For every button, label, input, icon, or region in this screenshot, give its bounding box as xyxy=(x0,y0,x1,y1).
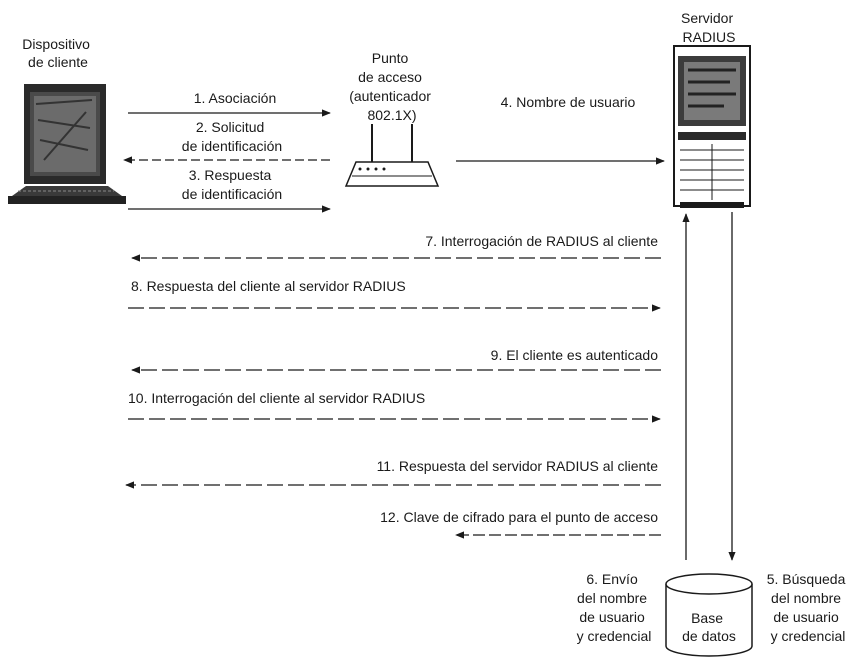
server-label-line1: Servidor xyxy=(681,10,733,26)
access-point-label-line4: 802.1X) xyxy=(367,107,416,123)
step-4-label: 4. Nombre de usuario xyxy=(501,94,636,110)
step-6-label-line2: del nombre xyxy=(577,590,647,606)
client-label: Dispositivo de cliente xyxy=(22,36,94,70)
step-3-label: 3. Respuesta de identificación xyxy=(182,167,282,202)
database-icon xyxy=(665,573,753,657)
step-5-label-line1: 5. Búsqueda xyxy=(767,571,846,587)
step-5-label-line3: de usuario xyxy=(773,609,839,625)
server-label-line2: RADIUS xyxy=(683,29,736,45)
step-10-label: 10. Interrogación del cliente al servido… xyxy=(128,390,425,406)
step-6-label-line3: de usuario xyxy=(579,609,645,625)
access-point-label-line2: de acceso xyxy=(358,69,422,85)
laptop-icon xyxy=(8,84,126,204)
access-point-label-line3: (autenticador xyxy=(349,88,431,104)
step-3-label-line1: 3. Respuesta xyxy=(189,167,272,183)
step-1-label: 1. Asociación xyxy=(194,90,277,106)
database-label-line2: de datos xyxy=(682,628,736,644)
client-label-line1: Dispositivo xyxy=(22,36,90,52)
step-9-label: 9. El cliente es autenticado xyxy=(491,347,659,363)
access-point-icon xyxy=(344,124,440,187)
step-6-label-line1: 6. Envío xyxy=(586,571,638,587)
step-11-label: 11. Respuesta del servidor RADIUS al cli… xyxy=(377,458,659,474)
step-2-label-line1: 2. Solicitud xyxy=(196,119,264,135)
step-5-label-line2: del nombre xyxy=(771,590,841,606)
step-6-label: 6. Envío del nombre de usuario y credenc… xyxy=(577,571,652,644)
step-5-label-line4: y credencial xyxy=(771,628,846,644)
database-label-line1: Base xyxy=(691,610,723,626)
database-label: Base de datos xyxy=(682,610,736,644)
step-6-label-line4: y credencial xyxy=(577,628,652,644)
step-5-label: 5. Búsqueda del nombre de usuario y cred… xyxy=(767,571,850,644)
server-icon xyxy=(673,45,751,208)
step-7-label: 7. Interrogación de RADIUS al cliente xyxy=(425,233,658,249)
client-label-line2: de cliente xyxy=(28,54,88,70)
step-12-label: 12. Clave de cifrado para el punto de ac… xyxy=(380,509,658,525)
server-label: Servidor RADIUS xyxy=(681,10,737,45)
step-8-label: 8. Respuesta del cliente al servidor RAD… xyxy=(131,278,406,294)
step-2-label: 2. Solicitud de identificación xyxy=(182,119,282,154)
step-3-label-line2: de identificación xyxy=(182,186,282,202)
access-point-label: Punto de acceso (autenticador 802.1X) xyxy=(349,50,435,123)
access-point-label-line1: Punto xyxy=(372,50,409,66)
step-2-label-line2: de identificación xyxy=(182,138,282,154)
